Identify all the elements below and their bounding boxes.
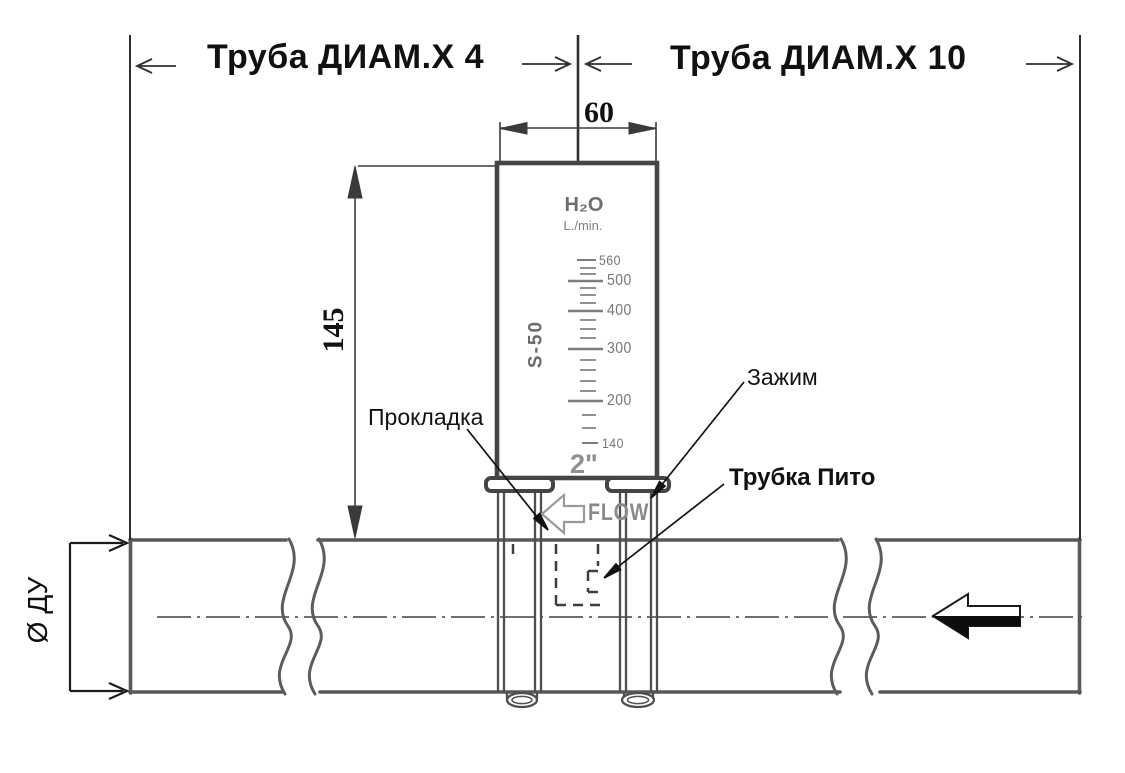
clamp-leader <box>655 381 745 493</box>
flow-label: FLOW <box>588 499 650 526</box>
pitot-tube-hidden-lines <box>511 544 601 607</box>
span-arrows <box>134 56 1075 74</box>
scale-label-500: 500 <box>607 272 632 289</box>
scale-label-140: 140 <box>602 435 624 451</box>
callout-clamp: Зажим <box>747 364 818 390</box>
meter-model-label: S-50 <box>525 319 547 369</box>
scale-label-200: 200 <box>607 392 632 409</box>
clamp-flanges <box>484 476 671 493</box>
right-flange <box>605 476 671 493</box>
right-tube-opening <box>620 691 656 709</box>
dim-145-value: 145 <box>317 307 350 353</box>
dim-145-lines <box>347 165 496 539</box>
meter-units-label: L./min. <box>563 218 603 233</box>
dim-du-bracket <box>68 533 130 701</box>
meter-tubes <box>496 491 659 709</box>
gasket-leader <box>466 428 546 528</box>
pipe-break-lines <box>277 537 883 696</box>
pipe-span-label-left: Труба ДИАМ.X 4 <box>207 38 485 76</box>
pipe-walls <box>128 537 1082 695</box>
border-lines <box>129 35 1081 540</box>
left-flange <box>484 476 555 493</box>
dim-60-lines <box>499 121 657 163</box>
callout-pitot-tube: Трубка Пито <box>729 464 876 491</box>
pipe-diameter-label: Ø ДУ <box>22 576 53 644</box>
meter-medium-label: H₂O <box>564 194 604 216</box>
callout-leaders <box>466 381 745 579</box>
scale-label-560: 560 <box>599 252 621 268</box>
scale-label-300: 300 <box>607 340 632 357</box>
connection-size-label: 2" <box>570 449 598 479</box>
left-tube-opening <box>505 691 539 709</box>
flow-direction-big-arrow <box>931 592 1021 640</box>
flow-direction-small-arrow <box>540 492 586 536</box>
dim-60-value: 60 <box>584 96 614 129</box>
pitot-leader <box>609 483 725 574</box>
meter-scale-ticks <box>568 259 603 444</box>
scale-label-400: 400 <box>607 302 632 319</box>
callout-gasket: Прокладка <box>368 404 484 430</box>
meter-body <box>494 160 660 481</box>
pipe-span-label-right: Труба ДИАМ.X 10 <box>670 39 967 77</box>
